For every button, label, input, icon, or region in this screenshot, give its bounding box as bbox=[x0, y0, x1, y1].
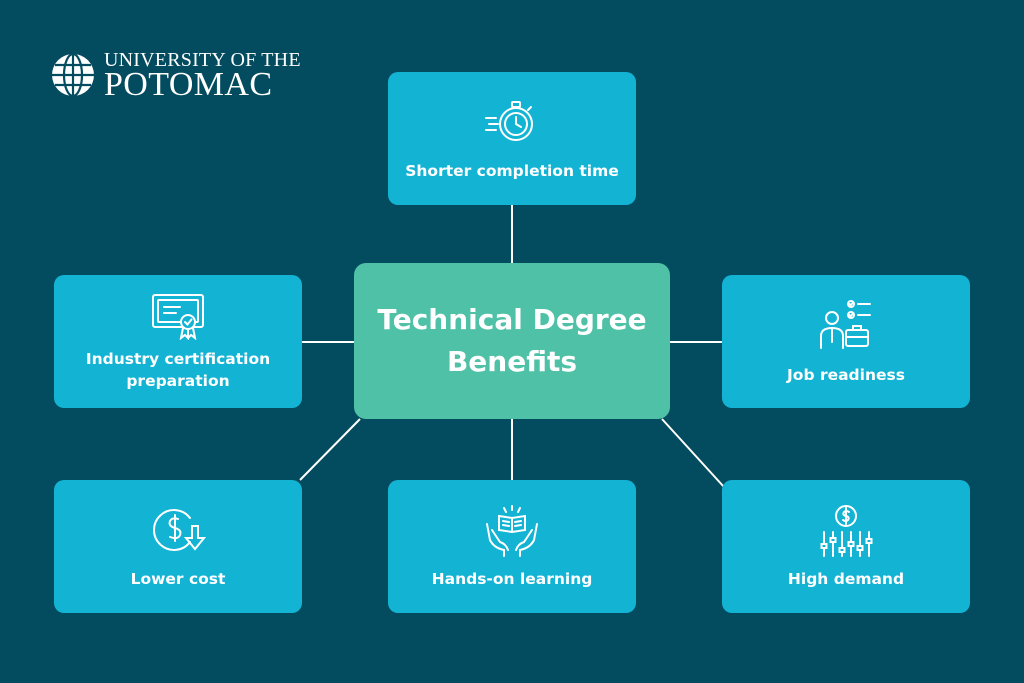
benefit-industry-certification: Industry certification preparation bbox=[54, 275, 302, 408]
connector-bottom-right bbox=[661, 418, 725, 488]
center-node: Technical Degree Benefits bbox=[354, 263, 670, 419]
logo-line-1: UNIVERSITY OF THE bbox=[104, 49, 301, 71]
dollar-down-icon bbox=[153, 508, 207, 551]
businessperson-checklist-icon bbox=[820, 299, 871, 349]
benefit-label: High demand bbox=[787, 569, 905, 588]
dollar-sliders-icon bbox=[820, 504, 873, 557]
hands-book-icon bbox=[486, 504, 538, 557]
benefit-job-readiness: Job readiness bbox=[722, 275, 970, 408]
connector-bottom-left bbox=[299, 418, 361, 481]
benefit-label: Lower cost bbox=[130, 569, 226, 588]
benefit-shorter-completion-time: Shorter completion time bbox=[388, 72, 636, 205]
logo-wordmark: UNIVERSITY OF THE POTOMAC bbox=[104, 49, 301, 103]
certificate-icon bbox=[152, 293, 204, 340]
benefit-label: Shorter completion time bbox=[405, 161, 619, 180]
center-title: Technical Degree Benefits bbox=[377, 303, 647, 378]
benefit-hands-on-learning: Hands-on learning bbox=[388, 480, 636, 613]
globe-logo-icon bbox=[52, 52, 94, 98]
benefit-high-demand: High demand bbox=[722, 480, 970, 613]
benefit-lower-cost: Lower cost bbox=[54, 480, 302, 613]
benefit-label: Industry certification preparation bbox=[85, 349, 271, 390]
stopwatch-icon bbox=[485, 100, 533, 141]
logo-line-2: POTOMAC bbox=[104, 66, 273, 103]
benefit-label: Job readiness bbox=[787, 365, 905, 384]
university-logo: UNIVERSITY OF THE POTOMAC bbox=[50, 49, 301, 103]
benefit-label: Hands-on learning bbox=[431, 569, 593, 588]
